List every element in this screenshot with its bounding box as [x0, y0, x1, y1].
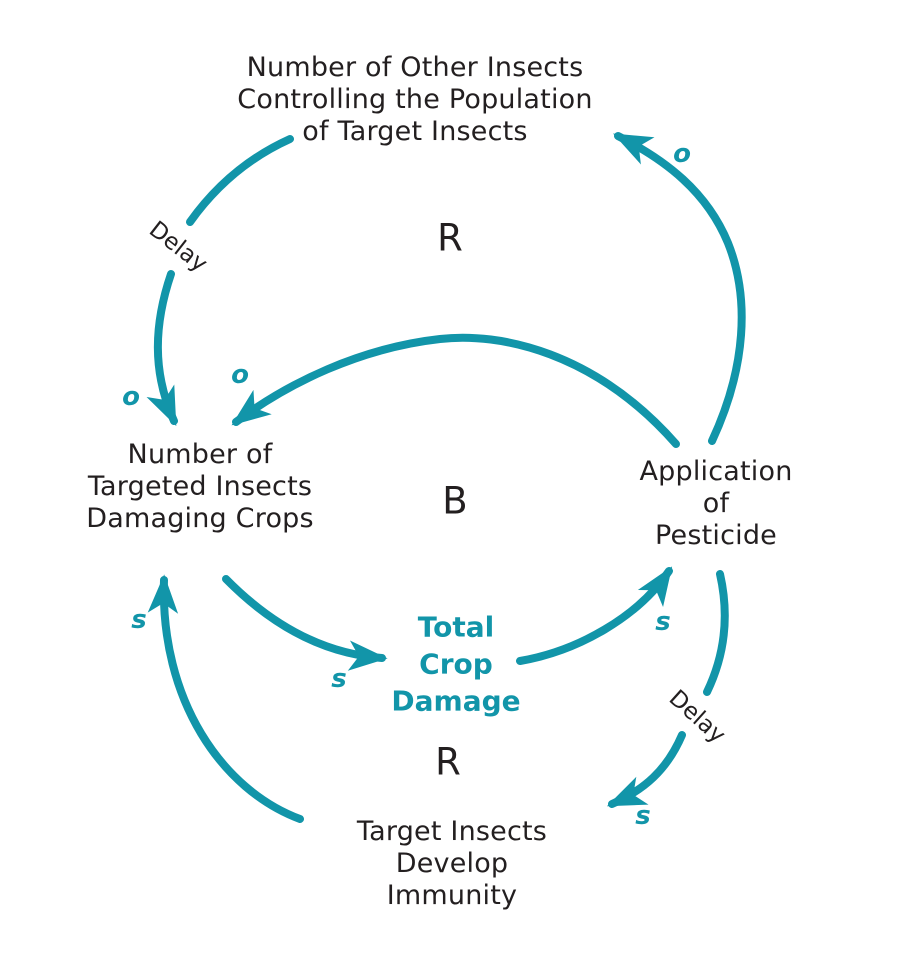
polarity-s-pesticide-to-immunity: s [635, 801, 651, 831]
polarity-o-pesticide-to-other: o [673, 139, 691, 169]
arrow-pesticide-to-targeted-insects [231, 333, 680, 448]
node-pesticide: Application of Pesticide [639, 456, 793, 551]
polarity-o-pesticide-to-targeted: o [231, 360, 249, 390]
node-immunity: Target Insects Develop Immunity [356, 816, 548, 911]
loop-label-reinforcing-top: R [437, 216, 463, 260]
polarity-o-other-to-targeted: o [122, 382, 140, 412]
arrow-pesticide-to-immunity-lower [606, 731, 686, 808]
arrow-crop-damage-to-pesticide [516, 566, 673, 665]
node-other-insects: Number of Other Insects Controlling the … [237, 52, 593, 147]
arrow-immunity-to-targeted-insects [147, 574, 304, 823]
loop-label-balancing: B [442, 479, 468, 523]
loop-label-reinforcing-bottom: R [435, 740, 461, 784]
polarity-s-immunity-to-targeted: s [131, 605, 147, 635]
arrow-targeted-insects-to-crop-damage [222, 575, 388, 671]
arrow-pesticide-to-immunity-upper [703, 570, 729, 696]
arrow-pesticide-to-other-insects [612, 132, 746, 445]
node-crop-damage: Total Crop Damage [391, 610, 521, 718]
node-targeted-insects: Number of Targeted Insects Damaging Crop… [86, 439, 314, 534]
arrow-other-insects-to-targeted-insects-upper [186, 135, 294, 226]
arrow-other-insects-to-targeted-insects-lower [146, 270, 178, 427]
polarity-s-damage-to-pesticide: s [655, 607, 671, 637]
polarity-s-targeted-to-damage: s [331, 664, 347, 694]
